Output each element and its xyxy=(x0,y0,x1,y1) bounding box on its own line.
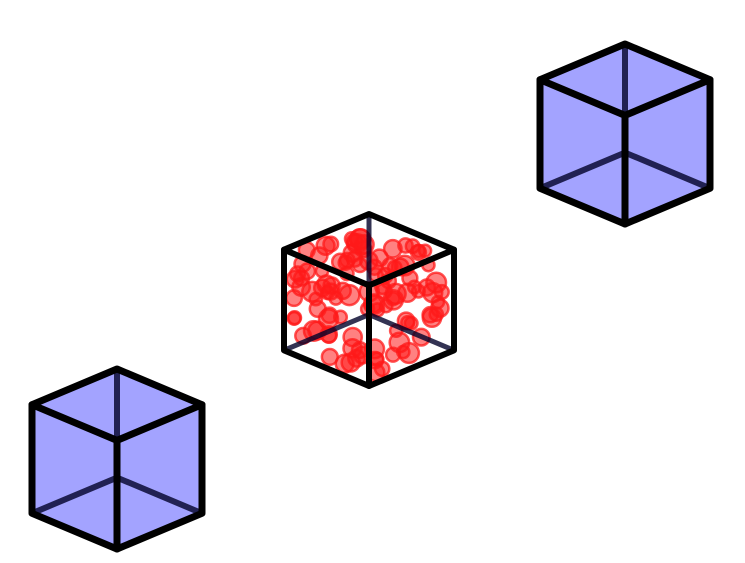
particle-circle xyxy=(395,344,411,360)
cube-top-right xyxy=(536,40,714,228)
cube-edges xyxy=(28,365,206,553)
particle-circle xyxy=(417,243,433,258)
cube-bottom-left xyxy=(28,365,206,553)
particle-circle xyxy=(428,306,445,323)
particle-circle xyxy=(340,352,361,373)
particle-circle xyxy=(332,309,349,325)
particle-circle xyxy=(322,235,340,253)
cube-center-with-particles xyxy=(281,211,457,389)
particle-cloud xyxy=(284,227,450,383)
particle-circle xyxy=(308,291,324,307)
particle-circle xyxy=(369,248,389,268)
particle-circle xyxy=(330,252,350,272)
particle-circle xyxy=(373,360,391,378)
particle-circle xyxy=(338,283,361,307)
cube-edges xyxy=(281,211,457,389)
particle-circle xyxy=(322,276,341,295)
particle-circle xyxy=(421,281,444,304)
particle-circle xyxy=(286,310,303,326)
particle-circle xyxy=(382,238,403,259)
cube-edges xyxy=(536,40,714,228)
particle-circle xyxy=(284,289,304,308)
particle-circle xyxy=(385,291,401,307)
particle-circle xyxy=(406,279,422,295)
